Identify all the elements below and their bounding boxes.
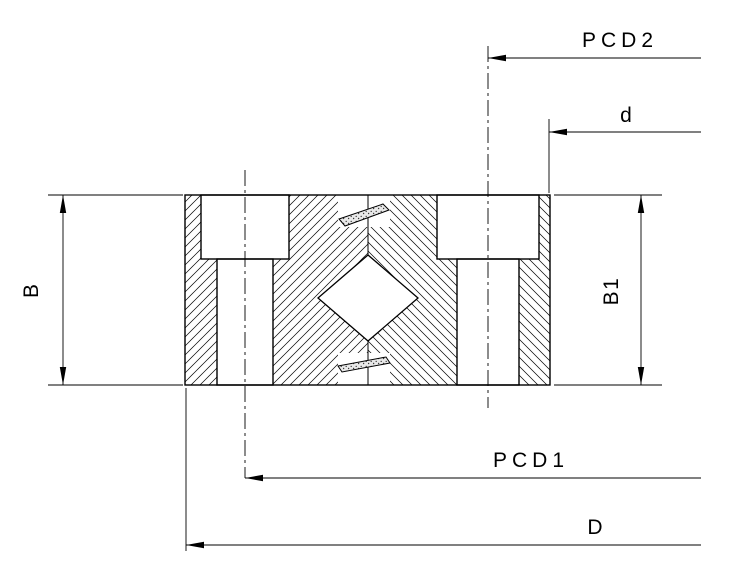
- dimension-label-pcd2: PCD2: [582, 29, 658, 52]
- dimension-pcd2: [488, 54, 701, 62]
- dimension-b: [48, 194, 183, 386]
- dimension-b1: [554, 194, 662, 386]
- dimension-d: [548, 119, 701, 193]
- bottom-seal: [337, 356, 391, 373]
- rolling-element: [317, 254, 419, 342]
- dimension-pcd1: [245, 474, 701, 482]
- arrowhead-up: [59, 195, 67, 213]
- top-seal: [338, 203, 390, 227]
- centerlines: [244, 46, 489, 478]
- dimension-label-pcd1: PCD1: [493, 449, 569, 472]
- dimension-label-b: B: [20, 284, 43, 298]
- dimension-label-outer-diameter: D: [587, 516, 602, 539]
- arrowhead-down: [637, 367, 645, 385]
- arrowhead-left: [488, 54, 506, 62]
- arrowhead-left: [549, 128, 567, 136]
- arrowhead-down: [59, 367, 67, 385]
- dimension-outer-diameter: [185, 388, 701, 551]
- dimension-label-b1: B1: [600, 277, 623, 306]
- dimension-label-d: d: [620, 104, 632, 127]
- arrowhead-up: [637, 195, 645, 213]
- arrowhead-left: [186, 541, 204, 549]
- arrowhead-left: [245, 474, 263, 482]
